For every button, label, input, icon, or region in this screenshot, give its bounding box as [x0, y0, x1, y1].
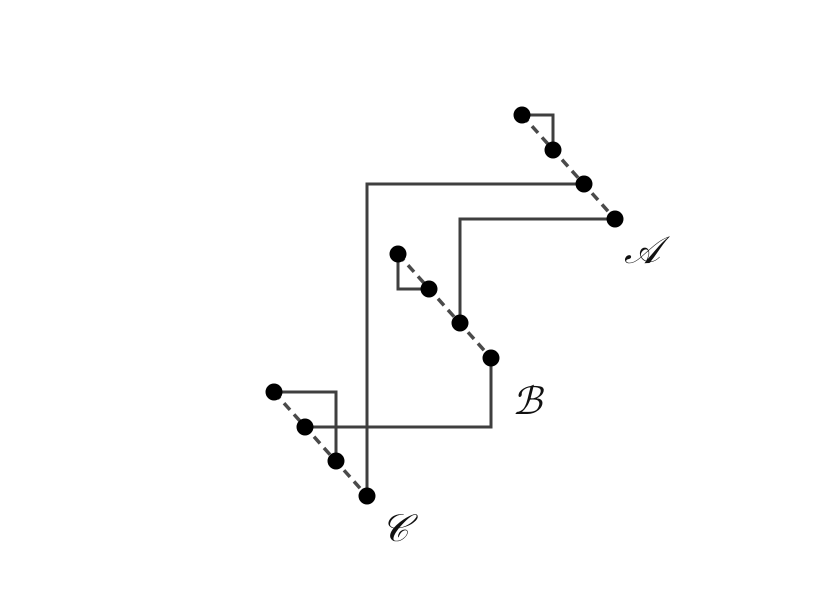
node-a-1: [513, 106, 531, 124]
node-c-3: [327, 452, 345, 470]
label-c: 𝒞: [381, 506, 418, 550]
node-a-2: [544, 141, 562, 159]
b-to-c-connector: [305, 358, 493, 429]
node-a-4: [606, 210, 624, 228]
group-a-diagonal: [520, 113, 617, 221]
a-top-hook: [522, 113, 555, 150]
node-b-1: [389, 245, 407, 263]
b-top-hook: [396, 254, 429, 291]
node-b-3: [451, 314, 469, 332]
label-a: 𝒜: [624, 228, 671, 272]
node-c-2: [296, 418, 314, 436]
node-a-3: [575, 175, 593, 193]
node-b-2: [420, 280, 438, 298]
group-c-diagonal: [272, 390, 369, 498]
a-to-c-connector: [365, 182, 584, 496]
label-b: ℬ: [512, 379, 545, 423]
a-to-b-connector: [458, 217, 615, 323]
group-b-diagonal: [396, 252, 493, 360]
node-b-4: [482, 349, 500, 367]
node-c-1: [265, 383, 283, 401]
c-top-hook: [274, 390, 338, 461]
node-c-4: [358, 487, 376, 505]
